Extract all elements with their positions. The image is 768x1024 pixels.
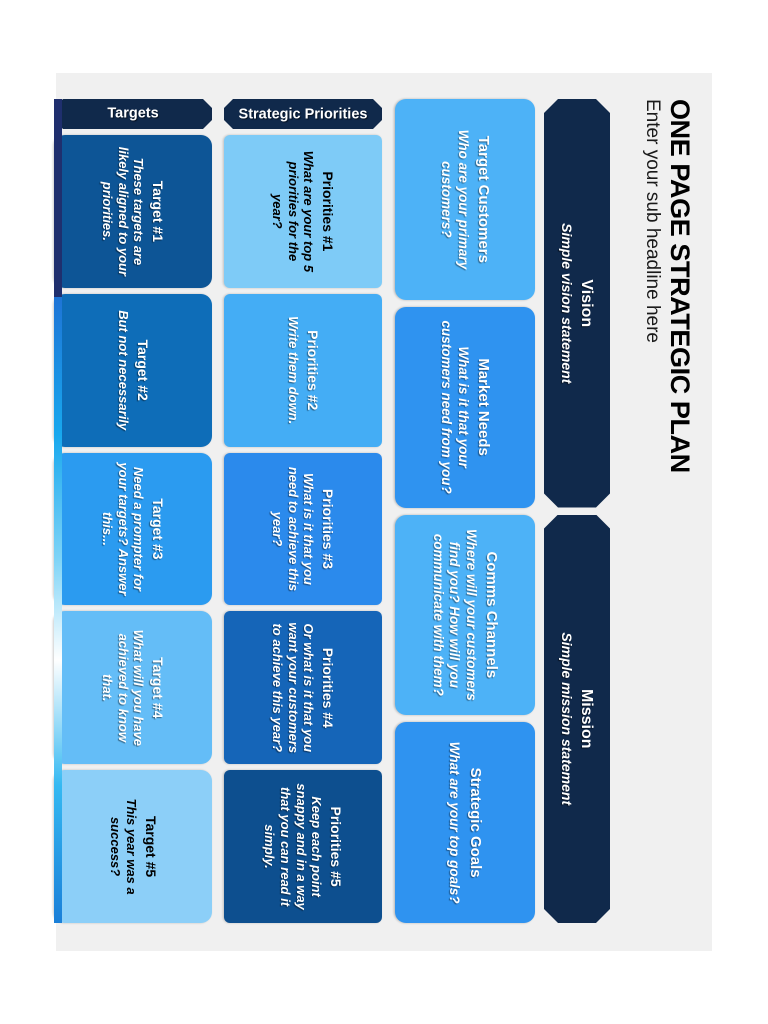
pillar-target-customers[interactable]: Target Customers Who are your primary cu… — [395, 99, 535, 300]
band-label-strategic-priorities: Strategic Priorities — [224, 99, 382, 129]
priority-card-2[interactable]: Priorities #2 Write them down. — [224, 293, 382, 447]
strategic-plan-slide: ONE PAGE STRATEGIC PLAN Enter your sub h… — [54, 73, 712, 951]
target-card-1-title: Target #1 — [150, 180, 167, 242]
pillar-strategic-goals-title: Strategic Goals — [466, 767, 484, 878]
page-subtitle: Enter your sub headline here — [641, 99, 663, 343]
priority-card-4-subtitle: Or what is it that you want your custome… — [270, 622, 317, 754]
band-label-targets: Targets — [54, 99, 212, 129]
accent-bar — [54, 99, 62, 923]
pillar-comms-channels-title: Comms Channels — [482, 551, 500, 679]
accent-bar-gradient-segment — [54, 296, 62, 923]
target-card-2-subtitle: But not necessarily — [115, 310, 131, 431]
priority-card-5-title: Priorities #5 — [328, 806, 345, 887]
pillars-row: Target Customers Who are your primary cu… — [395, 99, 535, 923]
target-card-5-title: Target #5 — [142, 815, 159, 878]
target-card-1[interactable]: Target #1 These targets are likely align… — [54, 135, 212, 288]
pillar-market-needs[interactable]: Market Needs What is it that your custom… — [395, 306, 535, 508]
accent-bar-solid-segment — [54, 99, 62, 297]
banner-vision[interactable]: Vision Simple vision statement — [544, 99, 610, 508]
band-label-strategic-priorities-text: Strategic Priorities — [238, 106, 368, 122]
pillar-comms-channels-subtitle: Where will your customers find you? How … — [431, 528, 479, 701]
target-card-3-title: Target #3 — [150, 498, 167, 560]
priority-card-1-subtitle: What are your top 5 priorities for the y… — [270, 150, 317, 273]
pillar-strategic-goals[interactable]: Strategic Goals What are your top goals? — [395, 722, 535, 923]
target-card-2[interactable]: Target #2 But not necessarily — [54, 293, 212, 447]
vision-mission-row: Vision Simple vision statement Mission S… — [544, 99, 610, 923]
pillar-strategic-goals-subtitle: What are your top goals? — [447, 741, 463, 904]
priority-card-2-title: Priorities #2 — [304, 330, 321, 411]
priority-card-3-subtitle: What is it that you need to achieve this… — [270, 466, 317, 592]
pillar-target-customers-title: Target Customers — [474, 135, 492, 263]
banner-vision-title: Vision — [577, 279, 595, 328]
target-card-3-subtitle: Need a prompter for your targets? Answer… — [100, 462, 147, 596]
target-card-4-subtitle: What will you have achieved to know that… — [100, 629, 147, 746]
targets-row: Targets Target #1 These targets are like… — [54, 99, 212, 923]
target-card-4[interactable]: Target #4 What will you have achieved to… — [54, 611, 212, 765]
target-card-4-title: Target #4 — [150, 657, 167, 719]
pillar-comms-channels[interactable]: Comms Channels Where will your customers… — [395, 514, 535, 716]
page-title: ONE PAGE STRATEGIC PLAN — [665, 99, 695, 473]
banner-mission-subtitle: Simple mission statement — [559, 632, 576, 806]
priority-card-2-subtitle: Write them down. — [285, 316, 301, 425]
priority-card-1[interactable]: Priorities #1 What are your top 5 priori… — [224, 135, 382, 288]
target-card-5-subtitle: This year was a success? — [107, 798, 139, 895]
strategic-priorities-row: Strategic Priorities Priorities #1 What … — [224, 99, 382, 923]
banner-mission-title: Mission — [577, 688, 595, 749]
banner-vision-subtitle: Simple vision statement — [559, 223, 576, 384]
priority-card-1-title: Priorities #1 — [320, 171, 337, 252]
banner-mission[interactable]: Mission Simple mission statement — [544, 515, 610, 924]
pillar-target-customers-subtitle: Who are your primary customers? — [439, 129, 471, 270]
priority-card-3-title: Priorities #3 — [320, 488, 337, 570]
priority-card-4-title: Priorities #4 — [320, 647, 337, 728]
target-card-2-title: Target #2 — [134, 339, 151, 401]
band-label-targets-text: Targets — [107, 106, 159, 122]
pillar-market-needs-subtitle: What is it that your customers need from… — [439, 320, 471, 494]
priority-card-4[interactable]: Priorities #4 Or what is it that you wan… — [224, 611, 382, 765]
target-card-3[interactable]: Target #3 Need a prompter for your targe… — [54, 452, 212, 606]
target-card-5[interactable]: Target #5 This year was a success? — [54, 770, 212, 923]
pillar-market-needs-title: Market Needs — [474, 358, 492, 456]
target-card-1-subtitle: These targets are likely aligned to your… — [100, 146, 147, 277]
slide-header: ONE PAGE STRATEGIC PLAN Enter your sub h… — [641, 99, 695, 473]
priority-card-3[interactable]: Priorities #3 What is it that you need t… — [224, 452, 382, 606]
priority-card-5[interactable]: Priorities #5 Keep each point snappy and… — [224, 770, 382, 923]
priority-card-5-subtitle: Keep each point snappy and in a way that… — [262, 783, 325, 910]
